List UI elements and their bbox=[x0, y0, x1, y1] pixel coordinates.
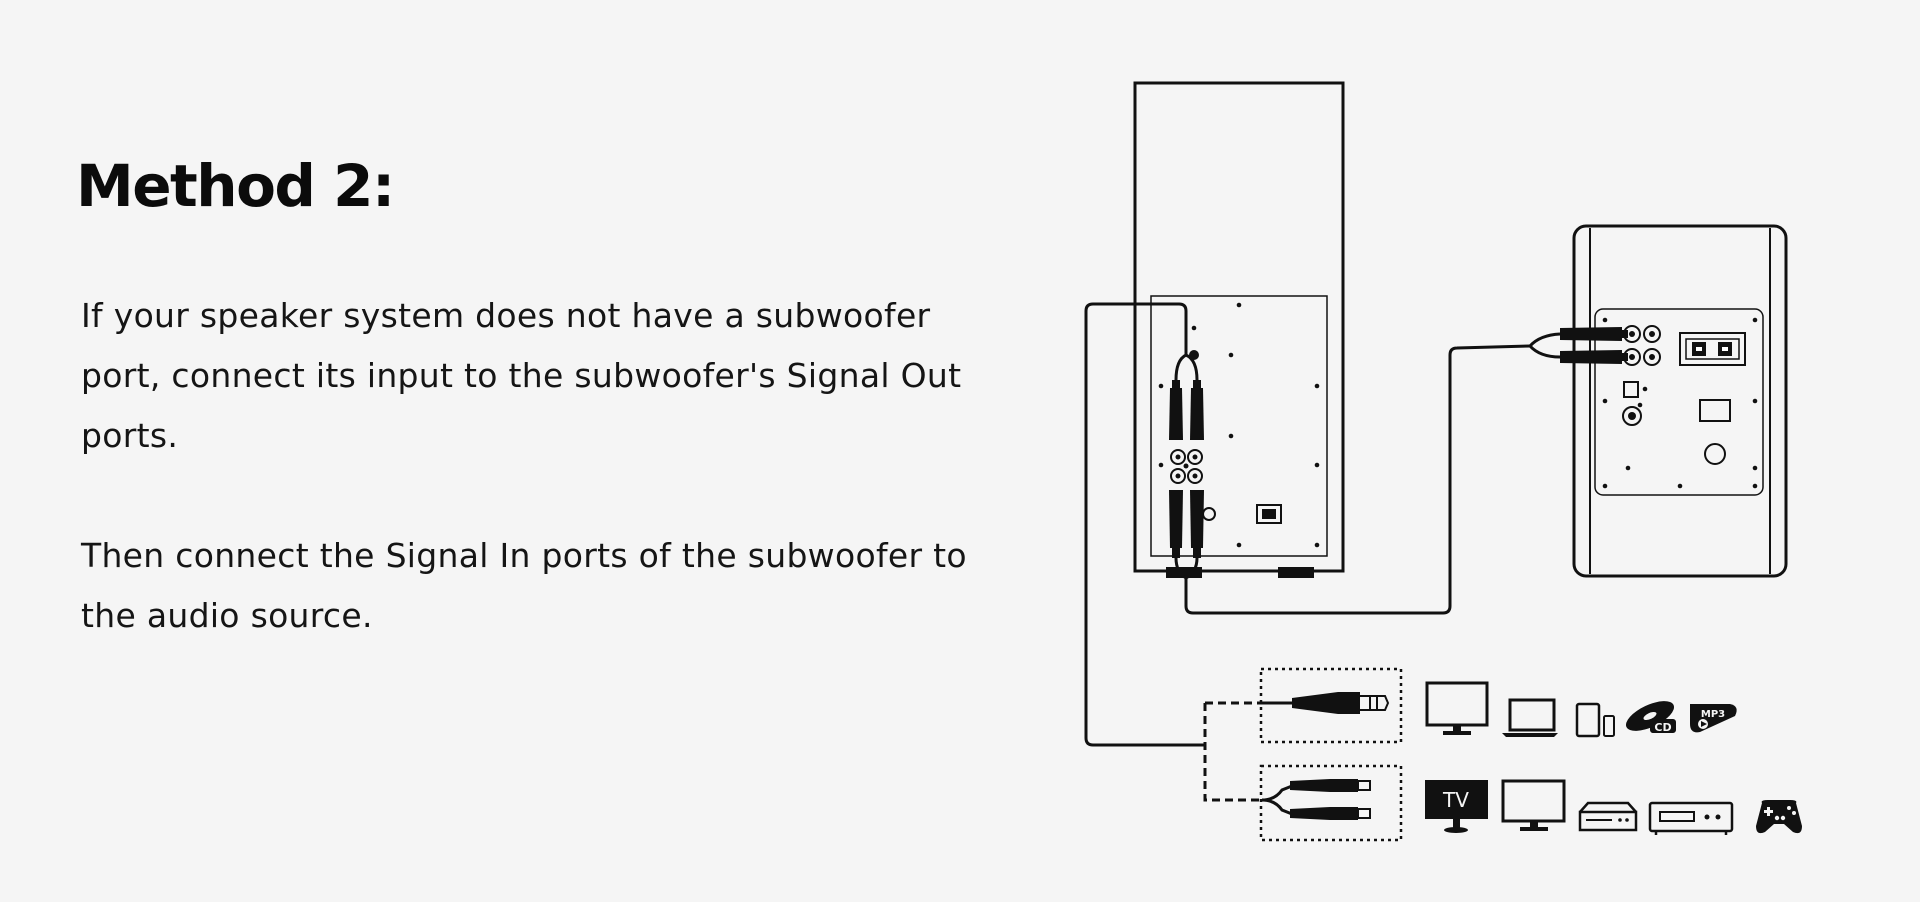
source-connectors bbox=[1203, 667, 1403, 842]
dvd-player-icon bbox=[1578, 801, 1638, 832]
mp3-player-icon: MP3 bbox=[1690, 704, 1737, 733]
subwoofer bbox=[1133, 81, 1345, 580]
tv-icon: TV bbox=[1425, 780, 1488, 833]
bookshelf-speaker bbox=[1527, 224, 1788, 578]
monitor-icon-2 bbox=[1501, 779, 1566, 831]
set-top-box-icon bbox=[1648, 801, 1734, 835]
cd-label: CD bbox=[1654, 721, 1671, 734]
mp3-label: MP3 bbox=[1701, 709, 1725, 720]
instruction-paragraph-1: If your speaker system does not have a s… bbox=[81, 296, 962, 455]
cables bbox=[1084, 302, 1531, 747]
page-title: Method 2: bbox=[76, 152, 395, 220]
phone-tablet-icon bbox=[1575, 702, 1615, 738]
connection-diagram: CD MP3 TV bbox=[1084, 81, 1802, 842]
instruction-paragraph-2: Then connect the Signal In ports of the … bbox=[81, 536, 967, 635]
tv-label: TV bbox=[1442, 788, 1469, 812]
cd-player-icon: CD bbox=[1625, 701, 1676, 734]
monitor-icon bbox=[1425, 681, 1489, 735]
gamepad-icon bbox=[1756, 800, 1802, 834]
laptop-icon bbox=[1502, 698, 1558, 737]
